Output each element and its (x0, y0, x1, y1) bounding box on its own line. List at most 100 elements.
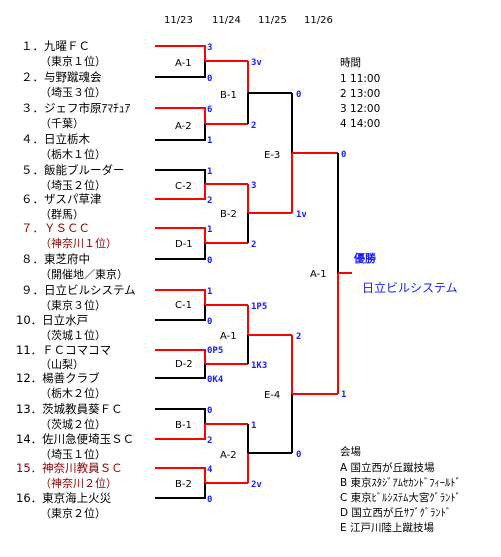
schedule-item-3: 3 12:00 (340, 103, 381, 115)
r1-line-t15 (155, 467, 206, 483)
team-name-1: １．九曜ＦＣ (21, 39, 90, 53)
final-score-1: 0 (341, 150, 347, 160)
r1-line-t2 (155, 61, 206, 78)
r1-score-9: 1 (207, 287, 213, 297)
r2-score-6: 1K3 (251, 361, 268, 371)
team-sub-1: （東京１位） (40, 55, 106, 68)
team-sub-13: （茨城２位） (40, 418, 106, 431)
r1-score-7: 1 (207, 225, 213, 235)
team-sub-5: （埼玉２位） (40, 179, 106, 192)
final-score-2: 1 (341, 390, 347, 400)
r1-label-2: A-2 (175, 121, 192, 132)
winner-name: 日立ビルシステム (362, 281, 458, 295)
r1-score-11: 0P5 (207, 346, 224, 356)
r1-label-3: C-2 (175, 181, 192, 192)
r1-score-13: 0 (207, 406, 213, 416)
r2-score-4: 2 (251, 240, 257, 250)
venue-item-d: D 国立西が丘ｻﾌﾞｸﾞﾗﾝﾄﾞ (340, 507, 452, 519)
team-name-15: 15．神奈川教員ＳＣ (16, 461, 123, 475)
team-sub-4: （栃木１位） (40, 148, 106, 161)
venue-title: 会場 (340, 446, 361, 458)
team-name-13: 13．茨城教員葵ＦＣ (16, 402, 123, 416)
r1-line-t16 (155, 483, 206, 499)
team-name-12: 12．楊善クラブ (16, 371, 100, 385)
r3-score-2: 1v (296, 210, 307, 220)
venue-item-b: B 東京ｽﾀｼﾞｱﾑｾｶﾝﾄﾞﾌｨｰﾙﾄﾞ (340, 477, 461, 489)
r2-label-3: A-1 (220, 331, 237, 342)
r2-label-1: B-1 (220, 90, 237, 101)
schedule-item-1: 1 11:00 (340, 73, 381, 85)
r1-line-t12 (155, 364, 206, 379)
r1-score-10: 0 (207, 317, 213, 327)
r2-label-2: B-2 (220, 209, 237, 220)
team-name-9: ９．日立ビルシステム (21, 283, 136, 297)
r1-label-5: C-1 (175, 300, 192, 311)
r1-label-6: D-2 (175, 359, 193, 370)
r1-line-t5 (155, 169, 206, 184)
r1-line-t8 (155, 243, 206, 260)
r2-score-2: 2 (251, 121, 257, 131)
r2-score-1: 3v (251, 58, 262, 68)
team-sub-8: （開催地／東京） (40, 268, 128, 281)
winner-label: 優勝 (354, 252, 376, 265)
r1-score-16: 0 (207, 495, 213, 505)
venue-item-c: C 東京ﾋﾞﾙｼｽﾃﾑ大宮ｸﾞﾗﾝﾄﾞ (340, 492, 461, 504)
r1-score-14: 2 (207, 436, 213, 446)
team-sub-2: （埼玉３位） (40, 86, 106, 99)
r1-line-t14 (155, 424, 206, 440)
r1-score-4: 1 (207, 136, 213, 146)
team-sub-11: （山梨） (40, 358, 84, 371)
team-name-8: ８．東芝府中 (21, 252, 90, 266)
r3-score-1: 0 (296, 90, 302, 100)
venue-item-a: A 国立西が丘蹴技場 (340, 462, 435, 474)
team-name-16: 16．東京海上火災 (16, 491, 112, 505)
r1-score-12: 0K4 (207, 375, 224, 385)
r1-label-7: B-1 (175, 420, 192, 431)
r1-line-t3 (155, 107, 206, 124)
r1-line-t4 (155, 124, 206, 141)
team-sub-10: （茨城１位） (40, 329, 106, 342)
date-1: 11/23 (164, 15, 193, 26)
r1-score-2: 0 (207, 74, 213, 84)
r1-label-8: B-2 (175, 479, 192, 490)
team-name-5: ５．飯能ブルーダー (21, 163, 125, 177)
team-name-14: 14．佐川急便埼玉ＳＣ (16, 432, 135, 446)
r1-score-8: 0 (207, 256, 213, 266)
date-2: 11/24 (212, 15, 241, 26)
r3-label-2: E-4 (264, 390, 281, 401)
team-name-4: ４．日立栃木 (21, 132, 90, 146)
team-sub-15: （神奈川２位） (40, 477, 117, 490)
r1-score-15: 4 (207, 465, 213, 475)
r1-score-1: 3 (207, 43, 213, 53)
team-name-11: 11．ＦＣコマコマ (16, 343, 112, 357)
venue-item-e: E 江戸川陸上蹴技場 (340, 522, 434, 534)
schedule-item-4: 4 14:00 (340, 118, 381, 130)
r2-label-4: A-2 (220, 450, 237, 461)
date-3: 11/25 (258, 15, 287, 26)
team-sub-9: （東京３位） (40, 299, 106, 312)
team-sub-6: （群馬） (40, 208, 84, 221)
team-name-6: ６．ザスパ草津 (21, 192, 102, 206)
r2-score-8: 2v (251, 480, 262, 490)
team-sub-12: （栃木２位） (40, 387, 106, 400)
r3-label-1: E-3 (264, 150, 281, 161)
r1-label-1: A-1 (175, 58, 192, 69)
team-name-7: ７．ＹＳＣＣ (21, 221, 90, 235)
r1-score-5: 1 (207, 167, 213, 177)
date-4: 11/26 (304, 15, 333, 26)
r1-line-t1 (155, 45, 206, 61)
final-label: A-1 (310, 269, 327, 280)
team-name-3: ３．ジェフ市原ｱﾏﾁｭｱ (21, 101, 131, 115)
r1-score-6: 2 (207, 196, 213, 206)
r1-line-t10 (155, 305, 206, 321)
r2-score-3: 3 (251, 181, 257, 191)
r1-label-4: D-1 (175, 239, 193, 250)
r1-line-t6 (155, 184, 206, 200)
team-name-2: ２．与野蹴魂会 (21, 70, 102, 84)
schedule-item-2: 2 13:00 (340, 88, 381, 100)
r1-line-t7 (155, 227, 206, 243)
team-name-10: 10．日立水戸 (16, 313, 89, 327)
team-sub-3: （千葉） (40, 117, 84, 130)
r1-line-t11 (155, 349, 206, 364)
